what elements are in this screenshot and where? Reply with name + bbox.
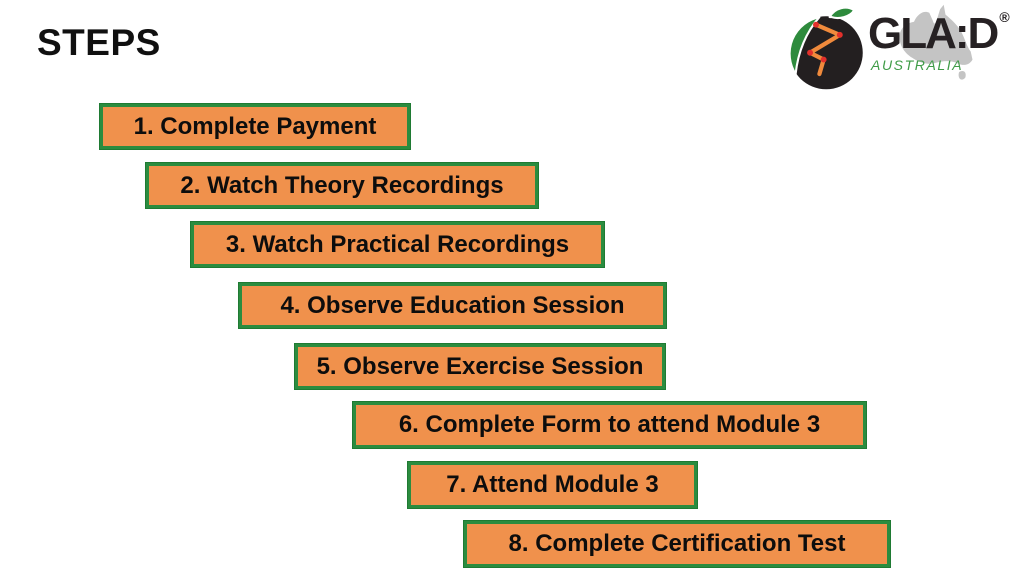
step-box-2: 2. Watch Theory Recordings: [145, 162, 539, 209]
step-label-5: 5. Observe Exercise Session: [316, 352, 644, 380]
step-box-7: 7. Attend Module 3: [407, 461, 698, 509]
step-box-6: 6. Complete Form to attend Module 3: [352, 401, 867, 449]
step-label-7: 7. Attend Module 3: [446, 471, 659, 498]
step-label-8: 8. Complete Certification Test: [508, 530, 846, 557]
registered-trademark-symbol: ®: [999, 9, 1010, 25]
glad-logo-icon: [788, 6, 863, 90]
brand-name: GLA:D: [868, 9, 999, 58]
australia-map-graphic: [899, 4, 973, 80]
step-label-3: 3. Watch Practical Recordings: [225, 230, 570, 258]
step-box-3: 3. Watch Practical Recordings: [190, 221, 605, 268]
logo-text-block: GLA:D ® AUSTRALIA: [868, 9, 1010, 73]
step-box-1: 1. Complete Payment: [99, 103, 411, 150]
brand-region: AUSTRALIA: [871, 57, 964, 73]
step-label-6: 6. Complete Form to attend Module 3: [398, 411, 821, 438]
page-title: STEPS: [37, 22, 161, 63]
step-label-2: 2. Watch Theory Recordings: [180, 171, 504, 199]
step-box-5: 5. Observe Exercise Session: [294, 343, 666, 390]
step-label-4: 4. Observe Education Session: [280, 291, 625, 319]
step-box-4: 4. Observe Education Session: [238, 282, 667, 329]
step-box-8: 8. Complete Certification Test: [463, 520, 891, 568]
step-label-1: 1. Complete Payment: [133, 112, 377, 140]
